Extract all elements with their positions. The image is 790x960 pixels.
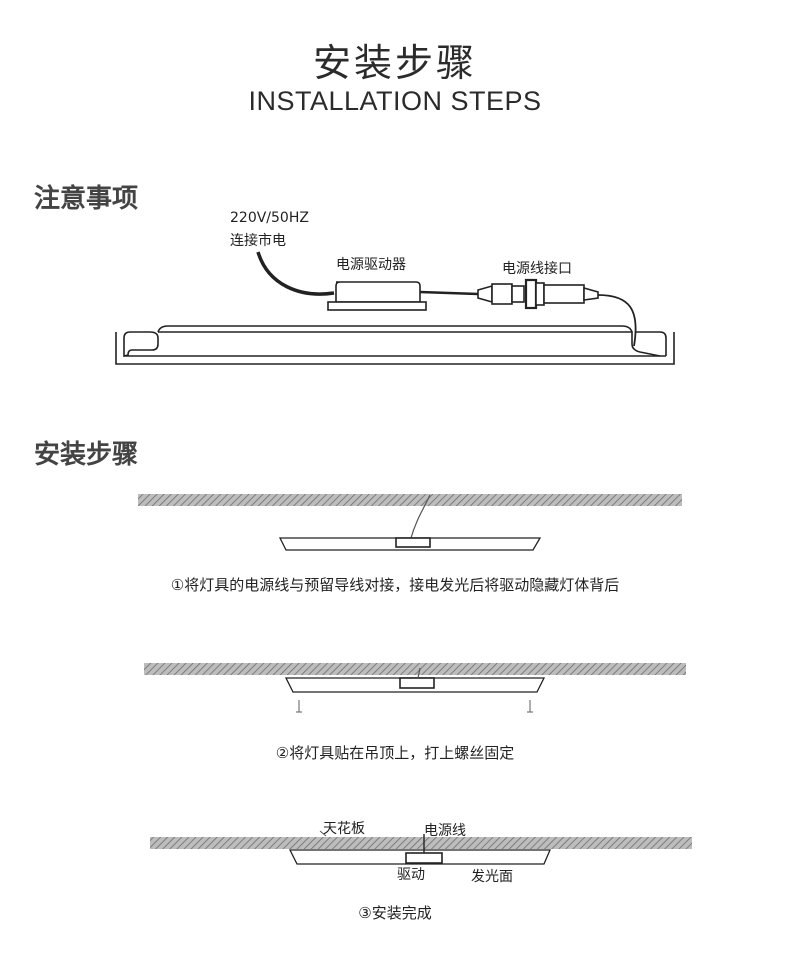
- page-title-en: INSTALLATION STEPS: [248, 86, 542, 116]
- step3-caption: ③安装完成: [358, 904, 432, 922]
- step2-diagram: [144, 663, 686, 713]
- driver-cable: [419, 290, 479, 296]
- driver-box: [405, 852, 443, 864]
- ceiling-slab: [150, 837, 692, 849]
- driver-label: 电源驱动器: [336, 257, 406, 273]
- screw-icon: [296, 700, 302, 713]
- driver-box: [395, 537, 431, 548]
- steps-heading: 安装步骤: [34, 440, 139, 470]
- connector-cable: [597, 294, 637, 347]
- step3-diagram: [150, 830, 692, 865]
- panel-frame: [115, 332, 675, 365]
- ceiling-label: 天花板: [323, 821, 365, 837]
- ceiling-slab: [144, 663, 686, 675]
- connector-label: 电源线接口: [502, 261, 572, 277]
- power-driver: [327, 281, 427, 311]
- page-title-cn: 安装步骤: [312, 41, 477, 85]
- driver-label-step3: 驱动: [397, 867, 425, 883]
- voltage-label: 220V/50HZ: [230, 210, 309, 226]
- emitting-surface-label: 发光面: [471, 869, 513, 885]
- notes-heading: 注意事项: [34, 184, 139, 214]
- screw-icon: [527, 700, 533, 713]
- power-cable-label: 电源线: [424, 823, 466, 839]
- panel-light-diagram: [115, 251, 675, 365]
- mains-cable: [256, 251, 335, 296]
- power-connector: [477, 278, 599, 310]
- preset-wire: [410, 494, 431, 539]
- mains-label: 连接市电: [230, 233, 286, 249]
- ceiling-slab: [138, 494, 682, 506]
- step1-caption: ①将灯具的电源线与预留导线对接，接电发光后将驱动隐藏灯体背后: [170, 576, 620, 594]
- step1-diagram: [138, 494, 682, 551]
- driver-box: [399, 677, 435, 689]
- step2-caption: ②将灯具贴在吊顶上，打上螺丝固定: [275, 744, 515, 762]
